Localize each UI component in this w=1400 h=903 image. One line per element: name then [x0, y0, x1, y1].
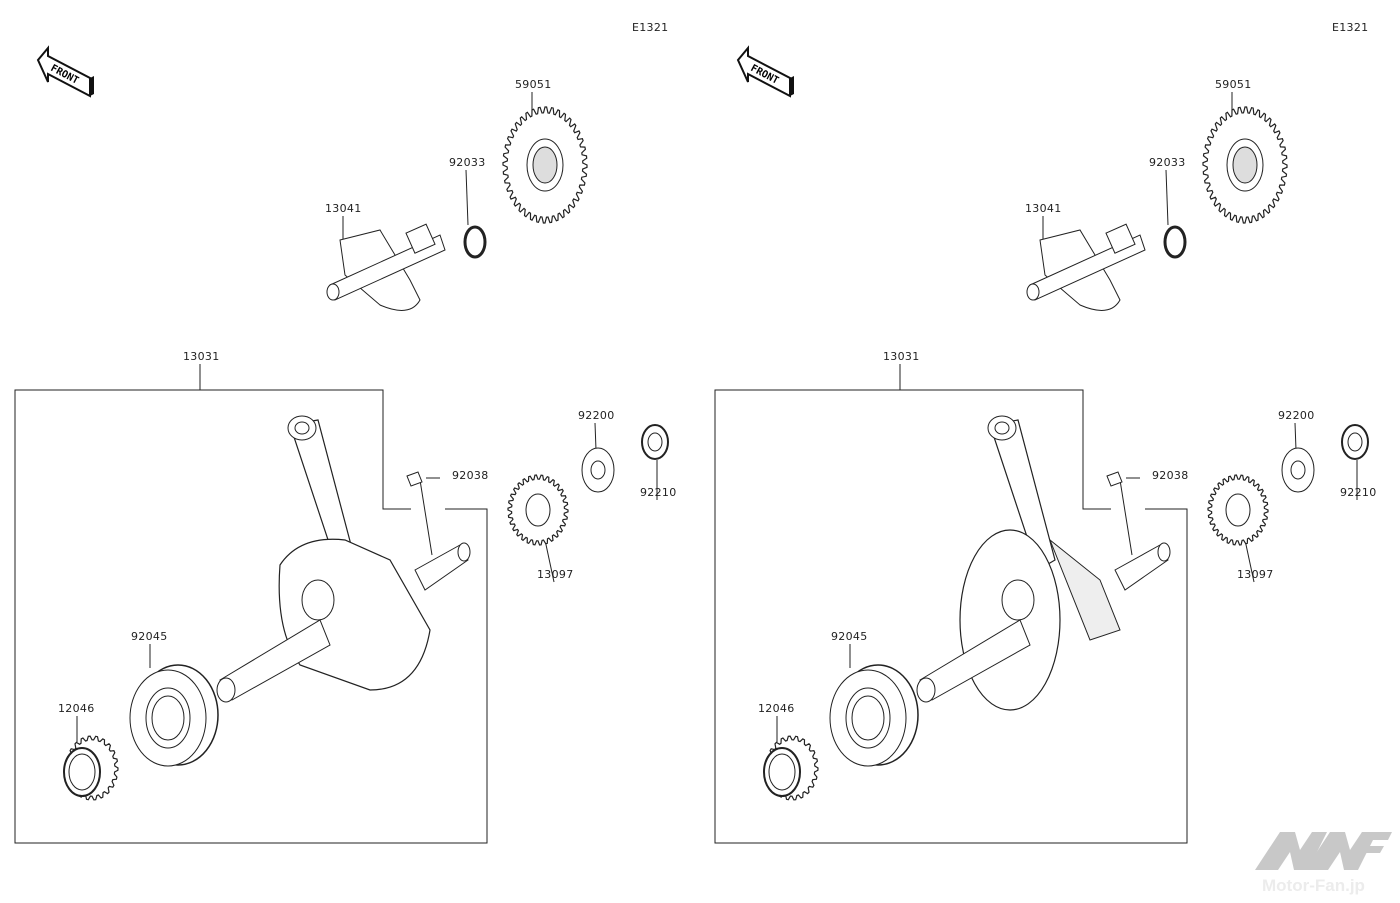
diagram-code: E1321	[1332, 21, 1369, 34]
washer-92200	[581, 447, 615, 493]
bearing-92045	[829, 664, 919, 767]
part-label-92033: 92033	[449, 156, 486, 169]
balancer-shaft-13041	[326, 223, 446, 311]
key-92038	[1106, 471, 1123, 487]
balancer-shaft-13041	[1026, 223, 1146, 311]
leader-line	[465, 169, 469, 226]
parts-diagram: FRONT	[714, 45, 1369, 844]
leader-line	[1165, 169, 1169, 226]
gear-59051	[502, 106, 588, 224]
part-label-92200: 92200	[578, 409, 615, 422]
parts-diagram: FRONT	[14, 45, 669, 844]
assembly-box	[14, 389, 488, 844]
part-label-59051: 59051	[515, 78, 552, 91]
leader-line	[419, 479, 433, 556]
front-arrow-icon: FRONT	[736, 45, 794, 98]
part-label-92045: 92045	[831, 630, 868, 643]
leader-line	[544, 539, 555, 583]
part-label-92038: 92038	[452, 469, 489, 482]
leader-line	[1119, 479, 1133, 556]
watermark-text: Motor-Fan.jp	[1262, 876, 1365, 895]
part-label-13031: 13031	[183, 350, 220, 363]
part-label-92210: 92210	[1340, 486, 1377, 499]
diagram-panel-1: FRONT E1321 59051 92033 13041 13031 92200 92038…	[14, 21, 677, 844]
part-label-92045: 92045	[131, 630, 168, 643]
motor-fan-logo	[1250, 820, 1395, 900]
part-label-92033: 92033	[1149, 156, 1186, 169]
part-label-13041: 13041	[1025, 202, 1062, 215]
part-label-92038: 92038	[1152, 469, 1189, 482]
gear-13097	[1207, 474, 1269, 546]
gear-12046	[763, 735, 819, 801]
washer-92200	[1281, 447, 1315, 493]
gear-59051	[1202, 106, 1288, 224]
collar-92210	[641, 424, 669, 460]
leader-line	[1244, 539, 1255, 583]
part-label-13031: 13031	[883, 350, 920, 363]
bearing-92045	[129, 664, 219, 767]
assembly-box	[714, 389, 1188, 844]
front-arrow-icon: FRONT	[36, 45, 94, 98]
part-label-12046: 12046	[58, 702, 95, 715]
collar-92210	[1341, 424, 1369, 460]
crankshaft-13031	[216, 415, 471, 703]
gear-12046	[63, 735, 119, 801]
crankshaft-13031	[916, 415, 1171, 711]
part-label-13097: 13097	[1237, 568, 1274, 581]
circlip-92033	[463, 225, 487, 259]
diagram-panel-2: FRONT E1321 59051 92033 13041 13031 92200 92038…	[700, 0, 1400, 903]
leader-line	[594, 422, 597, 451]
circlip-92033	[1163, 225, 1187, 259]
key-92038	[406, 471, 423, 487]
part-label-13041: 13041	[325, 202, 362, 215]
diagram-code: E1321	[632, 21, 669, 34]
part-label-92210: 92210	[640, 486, 677, 499]
part-label-59051: 59051	[1215, 78, 1252, 91]
gear-13097	[507, 474, 569, 546]
part-label-12046: 12046	[758, 702, 795, 715]
leader-line	[1294, 422, 1297, 451]
part-label-13097: 13097	[537, 568, 574, 581]
part-label-92200: 92200	[1278, 409, 1315, 422]
